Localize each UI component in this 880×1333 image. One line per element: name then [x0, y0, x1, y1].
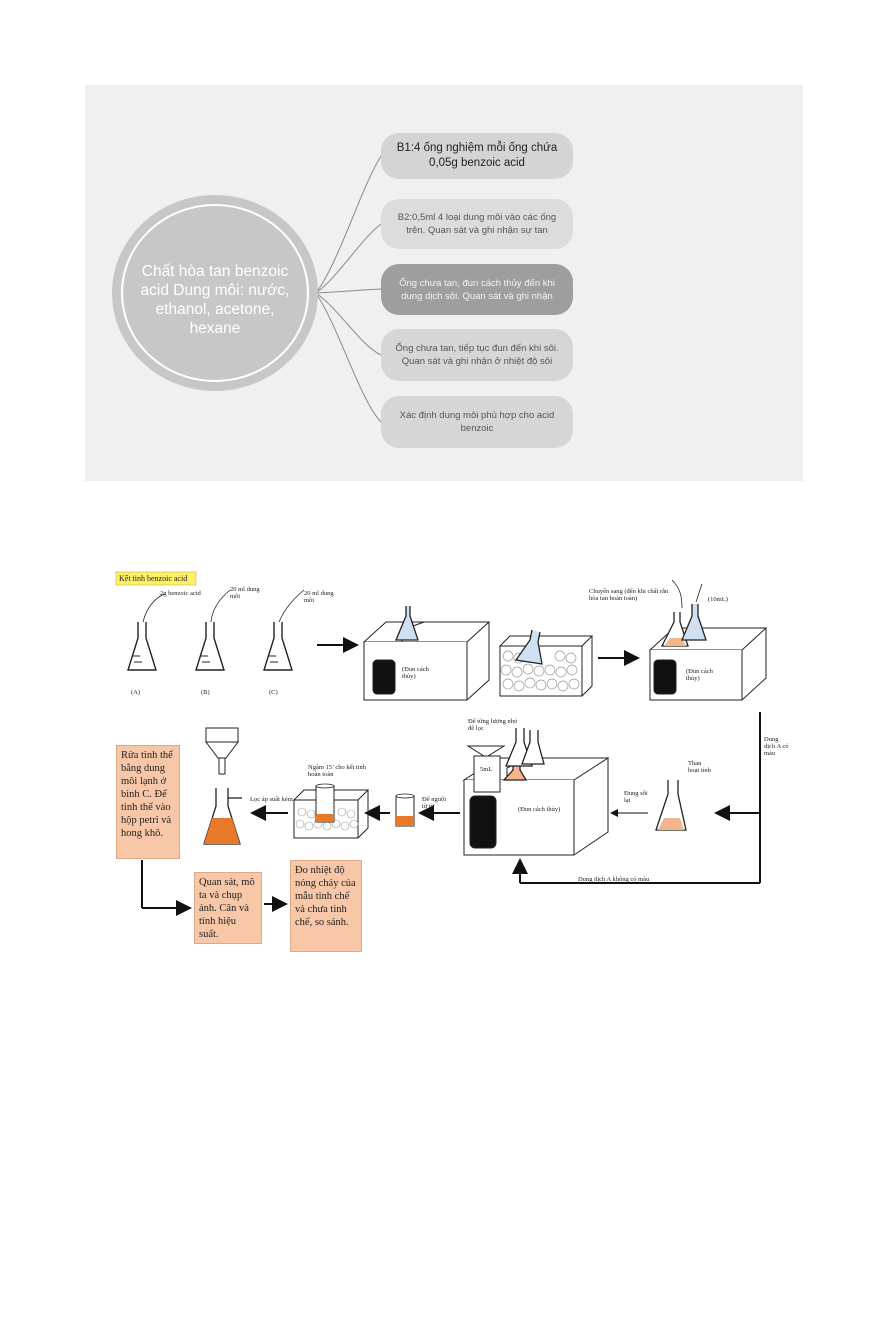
- process-diagram: Kết tinh benzoic acid (A) (B) (C) 2g ben…: [112, 560, 800, 954]
- flask-label-c: (C): [269, 689, 278, 696]
- note-volume: 5mL: [480, 766, 493, 773]
- flask-label-a: (A): [131, 689, 141, 696]
- note-filter-small: Để từng lượng nhỏ để lọc: [468, 718, 518, 732]
- note-colored: Dung dịch A có màu: [764, 736, 789, 757]
- pointer-a: [142, 593, 165, 623]
- title-highlight: [115, 571, 197, 586]
- box-measure: Đo nhiệt độ nóng chảy của mẫu tinh chế v…: [290, 860, 362, 952]
- note-waterbath-2: (Đun cách thủy): [686, 668, 713, 682]
- pointer-c: [278, 589, 305, 623]
- connector-2: [315, 223, 382, 294]
- box-wash: Rửa tinh thể bằng dung môi lạnh ở bình C…: [116, 745, 180, 859]
- step-3: Ống chưa tan, đun cách thủy đến khi dung…: [381, 264, 573, 315]
- note-reboil: Đung sôi lại: [624, 790, 648, 804]
- step-2: B2:0,5ml 4 loại dung môi vào các ống trê…: [381, 199, 573, 249]
- hub-text: Chất hòa tan benzoic acid Dung môi: nước…: [140, 263, 290, 337]
- connector-5: [315, 292, 382, 423]
- process-title: Kết tinh benzoic acid: [119, 574, 188, 583]
- connector-3: [315, 288, 382, 294]
- step-4-text: Ống chưa tan, tiếp tục đun đến khi sôi. …: [395, 343, 559, 367]
- note-benzoic: 2g benzoic acid: [160, 590, 201, 597]
- flask-b-in-bath2: [681, 604, 707, 641]
- flask-b: [195, 622, 225, 671]
- note-transfer: Chuyển sang (đến khi chất rắn hòa tan ho…: [589, 588, 669, 602]
- note-colorless: Dung dịch A không có màu: [578, 876, 650, 883]
- ice-bath: [292, 783, 370, 839]
- flask-a: [127, 622, 157, 671]
- step-3-text: Ống chưa tan, đun cách thủy đến khi dung…: [399, 277, 555, 302]
- flask-b-in-bath: [395, 606, 419, 641]
- process-drawing: [115, 571, 768, 916]
- flask-label-b: (B): [201, 689, 210, 696]
- step-2-text: B2:0,5ml 4 loại dung môi vào các ống trê…: [397, 212, 557, 236]
- box-observe: Quan sát, mô ta và chụp ảnh. Cân và tính…: [194, 872, 262, 944]
- flask-c: [263, 622, 293, 671]
- step-1: B1:4 ống nghiệm mỗi ống chứa 0,05g benzo…: [381, 133, 573, 179]
- liquid-a-bath2: [664, 638, 686, 646]
- note-waterbath-3: (Đun cách thủy): [518, 806, 561, 813]
- step-5: Xác định dung môi phù hợp cho acid benzo…: [381, 396, 573, 448]
- note-charcoal: Than hoạt tính: [688, 760, 711, 774]
- stone-bath: [498, 629, 594, 697]
- hub-ring: [121, 204, 309, 382]
- vacuum-filter: [203, 727, 242, 845]
- note-soak: Ngâm 15’ cho kết tinh hoàn toàn: [308, 764, 367, 778]
- pointer-b: [210, 589, 231, 623]
- note-solvent-b: 20 ml dung môi: [230, 586, 260, 600]
- note-solvent-c: 20 ml dung môi: [304, 590, 334, 604]
- note-10ml: (10mL): [708, 596, 728, 603]
- step-5-text: Xác định dung môi phù hợp cho acid benzo…: [399, 410, 555, 434]
- note-waterbath-1: (Đun cách thủy): [402, 666, 429, 680]
- waterbath-1: [362, 621, 491, 701]
- note-cool: Để nguội từ từ: [422, 796, 447, 810]
- note-vacuum: Lọc áp suất kém: [250, 796, 293, 803]
- step-4: Ống chưa tan, tiếp tục đun đến khi sôi. …: [381, 329, 573, 381]
- beaker-in-bath: [473, 755, 501, 793]
- connector-4: [315, 292, 382, 356]
- step-1-text: B1:4 ống nghiệm mỗi ống chứa 0,05g benzo…: [396, 142, 558, 169]
- connector-1: [315, 155, 382, 294]
- mindmap-connectors: [315, 155, 382, 423]
